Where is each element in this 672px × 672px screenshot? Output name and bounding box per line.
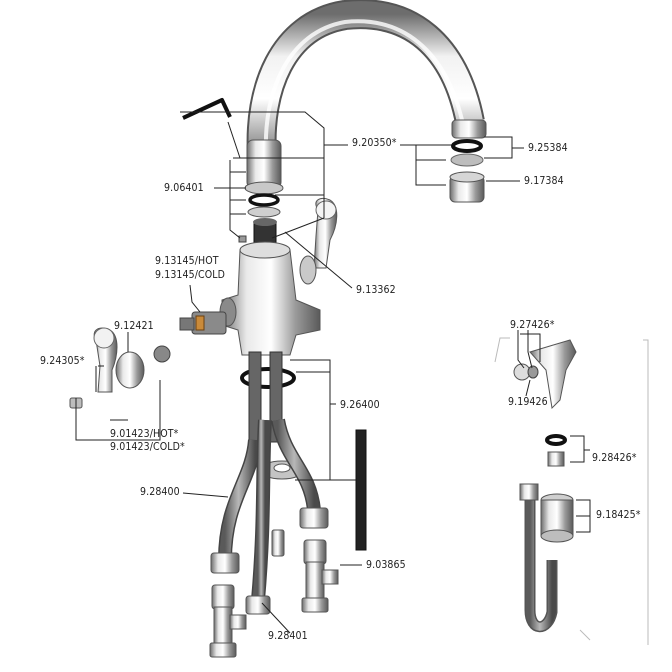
tee-valve-right: [301, 539, 339, 613]
part-label-9-01423-hot: 9.01423/HOT*: [110, 428, 179, 440]
part-label-9-13145-hot: 9.13145/HOT: [155, 255, 219, 267]
part-label-9-27426: 9.27426*: [510, 319, 555, 331]
hose-nuts: [210, 507, 329, 615]
set-screw: [238, 235, 247, 243]
part-label-9-25384: 9.25384: [528, 142, 568, 154]
part-label-9-12421: 9.12421: [114, 320, 154, 332]
part-label-9-13145-cold: 9.13145/COLD: [155, 269, 226, 281]
supply-hoses: [218, 418, 321, 601]
part-label-9-13362: 9.13362: [356, 284, 396, 296]
part-label-9-17384: 9.17384: [524, 175, 564, 187]
tee-valve-left: [209, 584, 247, 658]
lever-handle-left: [69, 327, 171, 409]
part-label-9-28400: 9.28400: [140, 486, 180, 498]
cartridge-top: [253, 218, 277, 245]
part-label-9-01423-cold: 9.01423/COLD*: [110, 441, 185, 453]
part-label-9-24305: 9.24305*: [40, 355, 85, 367]
spout: [246, 0, 485, 156]
aerator-parts: [449, 119, 487, 203]
faucet-body: [219, 241, 321, 356]
part-label-9-19426: 9.19426: [508, 396, 548, 408]
base-o-ring: [240, 367, 296, 389]
mounting-rod: [355, 429, 367, 551]
spray-hose: [519, 434, 567, 633]
part-label-9-26400: 9.26400: [340, 399, 380, 411]
lever-handle-top: [313, 197, 338, 269]
part-label-9-28426: 9.28426*: [592, 452, 637, 464]
allen-wrench: [182, 98, 232, 120]
part-label-9-03865: 9.03865: [366, 559, 406, 571]
part-label-9-06401: 9.06401: [164, 182, 204, 194]
fitting: [271, 529, 285, 557]
part-label-9-18425: 9.18425*: [596, 509, 641, 521]
callout-lines: [75, 111, 591, 634]
spout-collar: [244, 139, 284, 218]
valve-cartridge: [179, 311, 227, 335]
spray-head: [513, 339, 577, 410]
spray-holder: [540, 493, 574, 543]
part-label-9-20350: 9.20350*: [352, 137, 397, 149]
side-spray-inset: [494, 337, 649, 645]
part-label-9-28401: 9.28401: [268, 630, 308, 642]
